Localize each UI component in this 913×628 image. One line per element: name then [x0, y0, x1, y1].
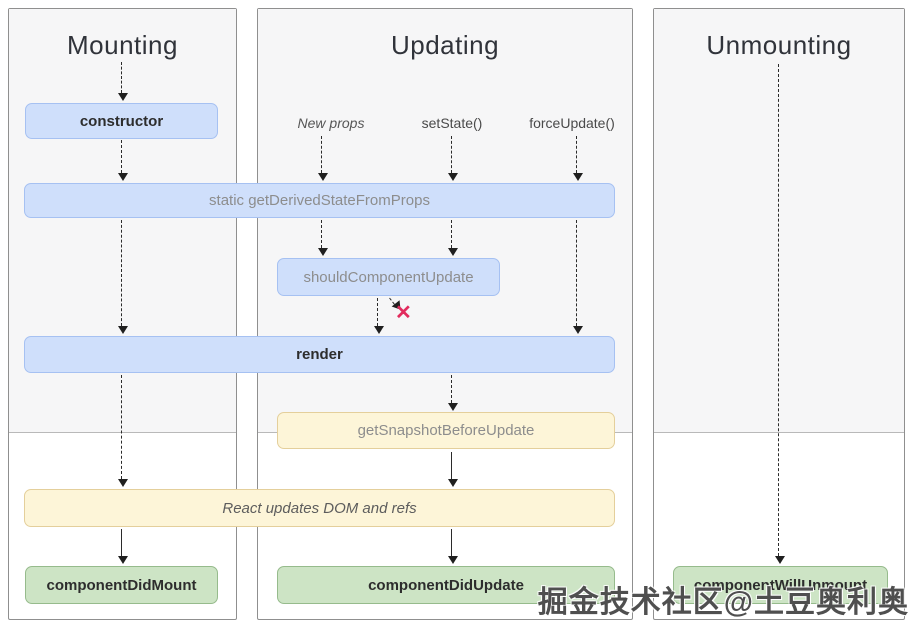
arrow-set-state-to-get-derived	[448, 136, 458, 181]
lifecycle-box-component-did-mount: componentDidMount	[25, 566, 218, 604]
arrow-force-update-bypass-to-render	[573, 220, 583, 334]
column-unmounting: Unmounting	[653, 8, 905, 620]
arrow-new-props-to-get-derived	[318, 136, 328, 181]
arrow-render-to-get-snapshot	[448, 375, 458, 411]
column-title-mounting: Mounting	[67, 30, 178, 60]
lifecycle-box-get-snapshot-before-update: getSnapshotBeforeUpdate	[277, 412, 615, 449]
arrow-react-updates-to-did-update	[448, 529, 458, 564]
arrow-render-to-react-updates-mounting	[118, 375, 128, 487]
arrow-mounting-title-to-constructor	[118, 62, 128, 101]
arrow-get-derived-to-render-mounting	[118, 220, 128, 334]
skip-render-x-icon: ✕	[395, 302, 412, 324]
arrow-get-derived-to-should-update-right	[448, 220, 458, 256]
arrow-should-update-to-render	[374, 298, 384, 334]
trigger-force-update: forceUpdate()	[529, 115, 615, 131]
lifecycle-box-component-did-update: componentDidUpdate	[277, 566, 615, 604]
arrow-get-snapshot-to-react-updates	[448, 452, 458, 487]
trigger-new-props: New props	[297, 115, 365, 131]
lifecycle-box-component-will-unmount: componentWillUnmount	[673, 566, 888, 604]
render-phase-shade-unmounting	[654, 9, 904, 433]
arrow-force-update-to-get-derived	[573, 136, 583, 181]
column-title-unmounting: Unmounting	[706, 30, 852, 60]
lifecycle-box-render: render	[24, 336, 615, 373]
lifecycle-box-get-derived-state-from-props: static getDerivedStateFromProps	[24, 183, 615, 218]
lifecycle-box-constructor: constructor	[25, 103, 218, 139]
arrow-constructor-to-get-derived	[118, 140, 128, 181]
trigger-set-state: setState()	[421, 115, 483, 131]
arrow-react-updates-to-did-mount	[118, 529, 128, 564]
arrow-get-derived-to-should-update-left	[318, 220, 328, 256]
lifecycle-box-should-component-update: shouldComponentUpdate	[277, 258, 500, 296]
arrow-unmounting-title-to-will-unmount	[775, 64, 785, 564]
column-title-updating: Updating	[390, 30, 500, 60]
lifecycle-box-react-updates-dom: React updates DOM and refs	[24, 489, 615, 527]
watermark: 掘金技术社区@土豆奥利奥	[537, 586, 909, 619]
